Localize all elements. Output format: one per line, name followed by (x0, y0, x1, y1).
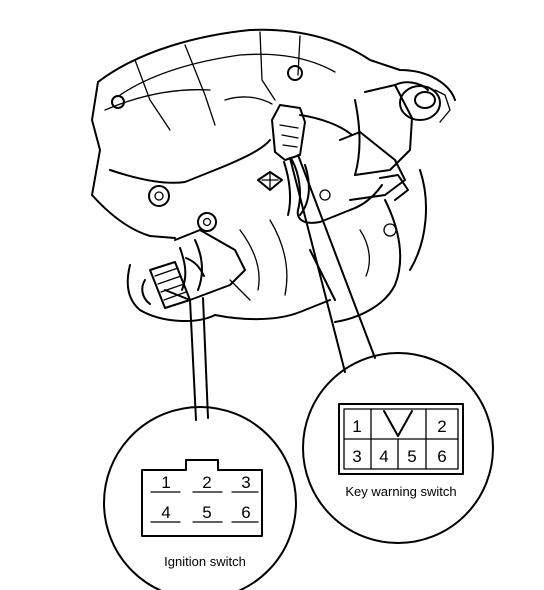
polarization-key-mark (383, 410, 413, 437)
key-warning-switch-callout: 1 2 3 4 5 6 Key warning switch (302, 352, 494, 544)
ignition-connector-face (141, 459, 263, 537)
ignition-pin: 1 (161, 473, 170, 492)
key-warning-pin: 2 (437, 417, 446, 436)
key-warning-pin: 1 (352, 417, 361, 436)
key-warning-pin: 5 (407, 447, 416, 466)
key-warning-pin: 6 (437, 447, 446, 466)
key-warning-pin: 4 (379, 447, 388, 466)
ignition-pin: 2 (202, 473, 211, 492)
ignition-pin: 3 (241, 473, 250, 492)
ignition-switch-circle (103, 406, 297, 590)
ignition-pin: 5 (202, 503, 211, 522)
key-warning-pin: 3 (352, 447, 361, 466)
key-warning-switch-caption: Key warning switch (345, 484, 456, 499)
ignition-pin: 6 (241, 503, 250, 522)
leader-lines (189, 154, 376, 421)
key-warning-connector-face (338, 403, 464, 475)
steering-column-illustration (91, 28, 456, 323)
ignition-switch-callout: 1 2 3 4 5 6 Ignition switch (103, 406, 297, 590)
ignition-switch-caption: Ignition switch (164, 554, 246, 569)
ignition-pin: 4 (161, 503, 170, 522)
key-warning-switch-circle (302, 352, 494, 544)
